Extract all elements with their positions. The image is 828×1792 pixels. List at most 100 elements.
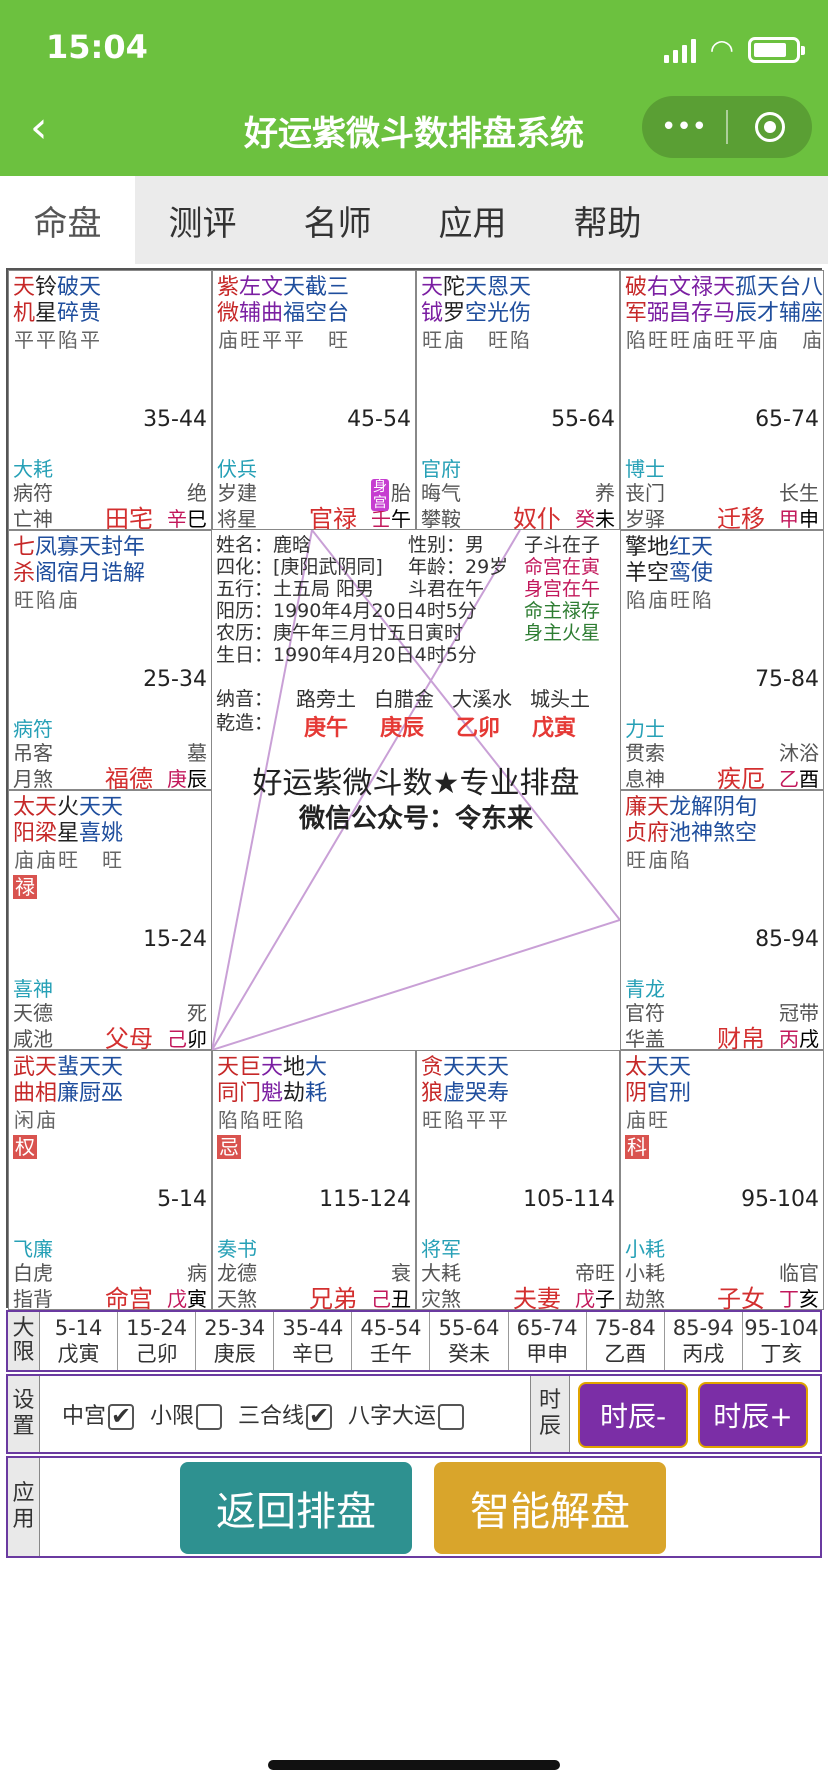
option-0[interactable]: 中宫 bbox=[62, 1398, 135, 1430]
slogan-wechat: 微信公众号：令东来 bbox=[298, 804, 533, 834]
target-icon[interactable] bbox=[728, 112, 812, 142]
star: 天机平 bbox=[13, 275, 35, 353]
palace-ganzhi: 己丑 bbox=[371, 1287, 411, 1311]
star-name: 天官 bbox=[647, 1055, 670, 1106]
tab-mingpan[interactable]: 命盘 bbox=[0, 176, 135, 264]
star-name: 天空 bbox=[465, 275, 488, 326]
boshi-god: 将军 bbox=[421, 1237, 461, 1261]
star-name: 天府 bbox=[647, 795, 670, 846]
smart-interpret-button[interactable]: 智能解盘 bbox=[434, 1462, 666, 1554]
star-name: 天魁 bbox=[261, 1055, 284, 1106]
palace-ganzhi: 癸未 bbox=[575, 507, 615, 531]
center-info-row: 五行：土五局 阳男 bbox=[216, 578, 375, 600]
option-2[interactable]: 三合线 bbox=[238, 1398, 333, 1430]
tab-yingyong[interactable]: 应用 bbox=[438, 203, 507, 244]
checkbox-icon[interactable] bbox=[196, 1404, 223, 1430]
palace-stars: 太阳庙天梁庙火星旺天喜天姚旺 bbox=[13, 795, 209, 873]
checkbox-icon[interactable] bbox=[438, 1404, 465, 1430]
checkbox-icon[interactable] bbox=[306, 1402, 333, 1430]
tab-mingshi[interactable]: 名师 bbox=[303, 203, 372, 244]
star-brightness: 旺 bbox=[648, 328, 668, 352]
star-name: 擎羊 bbox=[625, 535, 648, 586]
star: 天使陷 bbox=[691, 535, 713, 613]
palace-stars: 破军陷右弼旺文昌旺禄存庙天马旺孤辰平天才庙台辅八座庙 bbox=[625, 275, 823, 353]
option-3[interactable]: 八字大运 bbox=[348, 1398, 465, 1430]
star-name: 天姚 bbox=[101, 795, 124, 846]
boshi-god: 青龙 bbox=[625, 977, 665, 1001]
star-name: 寡宿 bbox=[57, 535, 80, 586]
settings-label: 设置 bbox=[8, 1376, 40, 1452]
bazi-pillar: 庚辰 bbox=[380, 716, 425, 741]
star-name: 铃星 bbox=[35, 275, 58, 326]
star-name: 阴煞 bbox=[713, 795, 736, 846]
star-name: 凤阁 bbox=[35, 535, 58, 586]
palace-name: 父母 bbox=[105, 1025, 153, 1053]
star-brightness: 闲 bbox=[14, 1108, 34, 1132]
star-brightness: 陷 bbox=[692, 588, 712, 612]
back-chevron-icon[interactable]: ‹ bbox=[30, 102, 48, 153]
qianzao-label: 乾造： bbox=[216, 712, 274, 734]
star: 截空 bbox=[305, 275, 327, 353]
tab-ceping[interactable]: 测评 bbox=[168, 203, 237, 244]
boshi-god: 病符 bbox=[13, 717, 53, 741]
star-name: 三台 bbox=[327, 275, 350, 326]
option-1[interactable]: 小限 bbox=[150, 1398, 223, 1430]
boshi-god: 喜神 bbox=[13, 977, 53, 1001]
star-name: 天伤 bbox=[509, 275, 532, 326]
star-name: 天月 bbox=[79, 535, 102, 586]
star-brightness: 旺 bbox=[488, 328, 508, 352]
star-name: 孤辰 bbox=[735, 275, 758, 326]
sanhe-lines bbox=[212, 530, 620, 1050]
top-bar: 15:04 ◠ ‹ 好运紫微斗数排盘系统 ••• bbox=[0, 0, 828, 176]
shichen-minus-button[interactable]: 时辰- bbox=[578, 1382, 688, 1448]
boshi-god: 奏书 bbox=[217, 1237, 257, 1261]
jiangqian-god: 岁驿 bbox=[625, 507, 665, 531]
star: 阴煞 bbox=[713, 795, 735, 873]
star-brightness: 庙 bbox=[36, 848, 56, 872]
status-icons: ◠ bbox=[663, 30, 805, 70]
star: 文曲平 bbox=[261, 275, 283, 353]
changsheng-stage: 死 bbox=[187, 1001, 207, 1025]
jiangqian-god: 天煞 bbox=[217, 1287, 257, 1311]
more-dots-icon[interactable]: ••• bbox=[660, 112, 707, 142]
star-name: 龙池 bbox=[669, 795, 692, 846]
checkbox-icon[interactable] bbox=[108, 1402, 135, 1430]
suiqian-god: 病符 bbox=[13, 481, 53, 505]
palace-name: 福德 bbox=[105, 765, 153, 793]
center-info-right: 命主禄存 bbox=[524, 600, 601, 622]
star: 天梁庙 bbox=[35, 795, 57, 873]
mini-program-capsule: ••• bbox=[642, 96, 812, 158]
back-to-chart-button[interactable]: 返回排盘 bbox=[180, 1462, 412, 1554]
tab-bangzhu[interactable]: 帮助 bbox=[573, 203, 642, 244]
changsheng-stage: 沐浴 bbox=[779, 741, 819, 765]
shichen-plus-button[interactable]: 时辰+ bbox=[698, 1382, 808, 1448]
star-name: 地空 bbox=[647, 535, 670, 586]
star: 天福平 bbox=[283, 275, 305, 353]
star: 地劫陷 bbox=[283, 1055, 305, 1133]
star-brightness: 旺 bbox=[262, 1108, 282, 1132]
star: 贪狼旺 bbox=[421, 1055, 443, 1133]
palace-age-range: 5-14 bbox=[157, 1187, 207, 1212]
